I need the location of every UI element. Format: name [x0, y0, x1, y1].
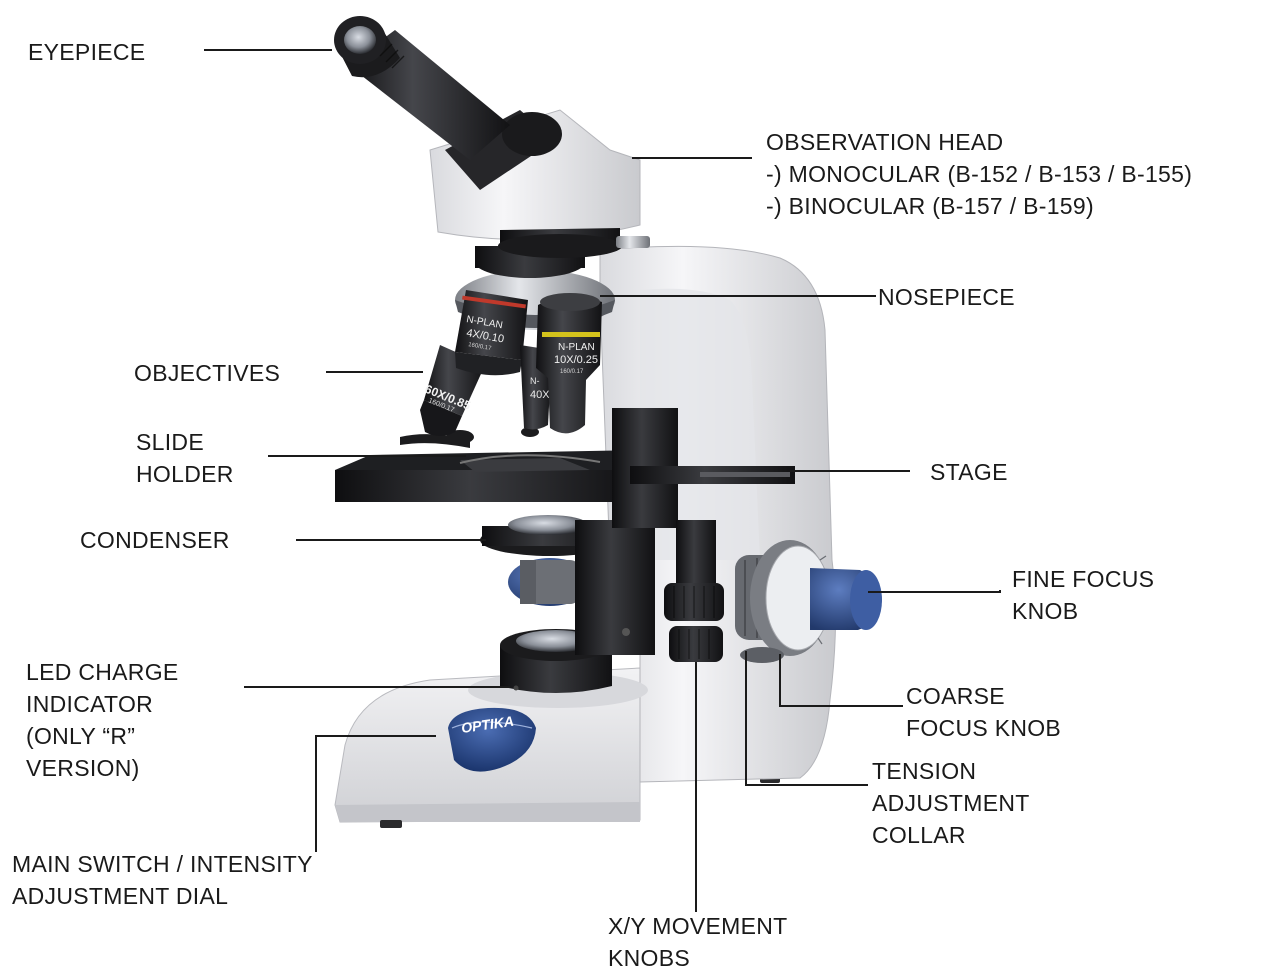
- label-objectives-line-1: OBJECTIVES: [134, 357, 280, 389]
- label-observation-head-line-1: OBSERVATION HEAD: [766, 126, 1192, 158]
- label-slide-holder-line-2: HOLDER: [136, 458, 234, 490]
- label-eyepiece-line-1: EYEPIECE: [28, 36, 145, 68]
- label-nosepiece: NOSEPIECE: [878, 281, 1015, 313]
- label-led-charge-line-3: (ONLY “R”: [26, 720, 179, 752]
- label-main-switch: MAIN SWITCH / INTENSITY ADJUSTMENT DIAL: [12, 848, 313, 912]
- label-observation-head-line-3: -) BINOCULAR (B-157 / B-159): [766, 190, 1192, 222]
- label-main-switch-line-2: ADJUSTMENT DIAL: [12, 880, 313, 912]
- label-stage: STAGE: [930, 456, 1008, 488]
- label-led-charge: LED CHARGE INDICATOR (ONLY “R” VERSION): [26, 656, 179, 784]
- label-slide-holder: SLIDE HOLDER: [136, 426, 234, 490]
- label-led-charge-line-4: VERSION): [26, 752, 179, 784]
- label-xy-knobs-line-2: KNOBS: [608, 942, 788, 973]
- label-objectives: OBJECTIVES: [134, 357, 280, 389]
- label-led-charge-line-2: INDICATOR: [26, 688, 179, 720]
- objective-40x-mark-1: N-: [530, 376, 540, 386]
- label-led-charge-line-1: LED CHARGE: [26, 656, 179, 688]
- label-xy-knobs: X/Y MOVEMENT KNOBS: [608, 910, 788, 973]
- label-main-switch-line-1: MAIN SWITCH / INTENSITY: [12, 848, 313, 880]
- leader-fine-focus: [868, 590, 1000, 592]
- label-tension-collar-line-2: ADJUSTMENT: [872, 787, 1030, 819]
- label-condenser: CONDENSER: [80, 524, 230, 556]
- objective-10x-mark-2: 10X/0.25: [554, 354, 598, 366]
- label-xy-knobs-line-1: X/Y MOVEMENT: [608, 910, 788, 942]
- label-fine-focus-line-1: FINE FOCUS: [1012, 563, 1154, 595]
- label-observation-head-line-2: -) MONOCULAR (B-152 / B-153 / B-155): [766, 158, 1192, 190]
- label-fine-focus: FINE FOCUS KNOB: [1012, 563, 1154, 627]
- label-coarse-focus-line-1: COARSE: [906, 680, 1061, 712]
- label-condenser-line-1: CONDENSER: [80, 524, 230, 556]
- label-fine-focus-line-2: KNOB: [1012, 595, 1154, 627]
- label-tension-collar: TENSION ADJUSTMENT COLLAR: [872, 755, 1030, 851]
- focus-block: [575, 520, 655, 655]
- objective-10x-mark-1: N-PLAN: [558, 342, 595, 353]
- objective-10x-mark-3: 160/0.17: [560, 369, 584, 375]
- label-slide-holder-line-1: SLIDE: [136, 426, 234, 458]
- label-coarse-focus-line-2: FOCUS KNOB: [906, 712, 1061, 744]
- label-observation-head: OBSERVATION HEAD -) MONOCULAR (B-152 / B…: [766, 126, 1192, 222]
- label-tension-collar-line-1: TENSION: [872, 755, 1030, 787]
- label-stage-line-1: STAGE: [930, 456, 1008, 488]
- label-tension-collar-line-3: COLLAR: [872, 819, 1030, 851]
- label-eyepiece: EYEPIECE: [28, 36, 145, 68]
- objective-4x: N-PLAN 4X/0.10 160/0.17: [455, 290, 528, 375]
- label-nosepiece-line-1: NOSEPIECE: [878, 281, 1015, 313]
- eyepiece-graphic: [334, 16, 510, 160]
- label-coarse-focus: COARSE FOCUS KNOB: [906, 680, 1061, 744]
- led-indicator-dot: [514, 686, 519, 691]
